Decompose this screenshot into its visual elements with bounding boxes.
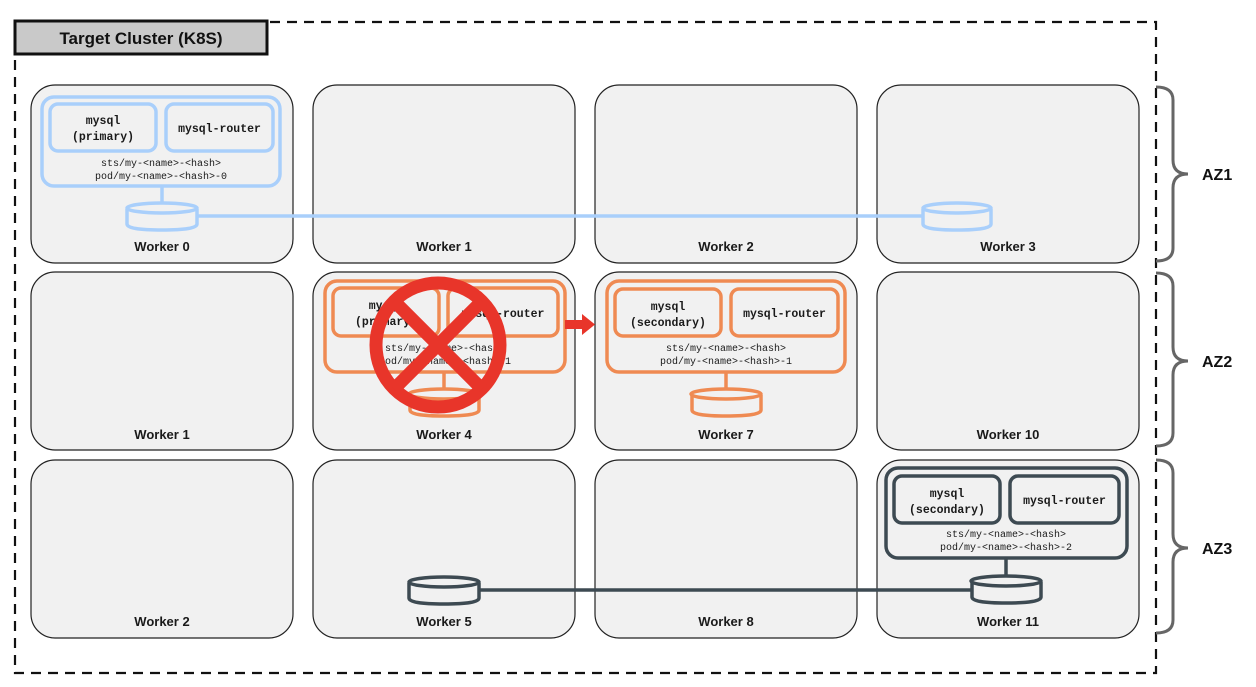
sts-label: sts/my-<name>-<hash> [101,158,221,170]
worker-node[interactable]: Worker 11 [876,459,1140,639]
az-label: AZ1 [1202,167,1232,184]
router-label: mysql-router [743,308,826,321]
mysql-container[interactable] [331,286,441,338]
cluster-boundary [13,20,1158,675]
pod-label: pod/my-<name>-<hash>-1 [660,356,792,368]
worker-label: Worker 2 [134,614,189,629]
pod-group[interactable]: mysql (secondary) mysql-router sts/my-<n… [884,466,1129,605]
worker-label: Worker 3 [980,239,1035,254]
worker-label: Worker 11 [977,614,1039,629]
worker-label: Worker 0 [134,239,189,254]
worker-label: Worker 4 [416,427,472,442]
router-label: mysql-router [178,123,261,136]
failure-x-icon [369,276,507,414]
pod-group-failed[interactable]: mysql (primary) mysql-router sts/my-<nam… [323,276,567,418]
worker-node[interactable]: Worker 1 [30,271,294,451]
mysql-label-line1: mysql [651,301,686,314]
worker-label: Worker 5 [416,614,471,629]
mysql-container[interactable] [892,474,1002,525]
az-bracket[interactable]: AZ2 [1155,271,1232,448]
sts-label: sts/my-<name>-<hash> [666,343,786,355]
worker-label: Worker 8 [698,614,753,629]
worker-node[interactable]: Worker 5 [312,459,576,639]
database-icon [689,387,763,418]
az-label: AZ3 [1202,541,1232,558]
database-icon [407,575,481,606]
database-icon [921,201,993,232]
router-label: mysql-router [1023,495,1106,508]
database-icon [125,201,199,232]
worker-node[interactable]: Worker 3 [876,84,1140,264]
pod-label: pod/my-<name>-<hash>-0 [95,171,227,183]
worker-node[interactable]: Worker 7 [594,271,858,451]
pod-label: pod/my-<name>-<hash>-2 [940,542,1072,554]
az-bracket[interactable]: AZ3 [1155,458,1232,635]
mysql-label-line2: (primary) [72,131,134,144]
mysql-label-line2: (secondary) [909,504,985,517]
cluster-title: Target Cluster (K8S) [13,19,269,56]
pod-group[interactable]: mysql (primary) mysql-router sts/my-<nam… [40,95,282,232]
worker-label: Worker 1 [134,427,189,442]
worker-node[interactable]: Worker 0 [30,84,294,264]
cluster-title-text: Target Cluster (K8S) [59,29,222,48]
worker-node[interactable]: Worker 1 [312,84,576,264]
router-container[interactable] [729,287,840,338]
failover-arrow-icon [565,314,595,335]
worker-node[interactable]: Worker 10 [876,271,1140,451]
az-label: AZ2 [1202,354,1232,371]
az-bracket[interactable]: AZ1 [1155,85,1232,263]
worker-label: Worker 7 [698,427,753,442]
router-container[interactable] [1008,474,1121,525]
mysql-label-line1: mysql [86,115,121,128]
worker-node[interactable]: Worker 2 [594,84,858,264]
sts-label: sts/my-<name>-<hash> [946,529,1066,541]
pod-group[interactable]: mysql (secondary) mysql-router sts/my-<n… [605,279,847,418]
mysql-container[interactable] [48,102,158,153]
worker-node[interactable]: Worker 2 [30,459,294,639]
mysql-label-line2: (secondary) [630,317,706,330]
worker-label: Worker 10 [977,427,1040,442]
mysql-container[interactable] [613,287,723,338]
database-icon [969,574,1043,605]
worker-label: Worker 1 [416,239,471,254]
worker-label: Worker 2 [698,239,753,254]
router-container[interactable] [164,102,275,153]
mysql-label-line1: mysql [930,488,965,501]
worker-node[interactable]: Worker 8 [594,459,858,639]
